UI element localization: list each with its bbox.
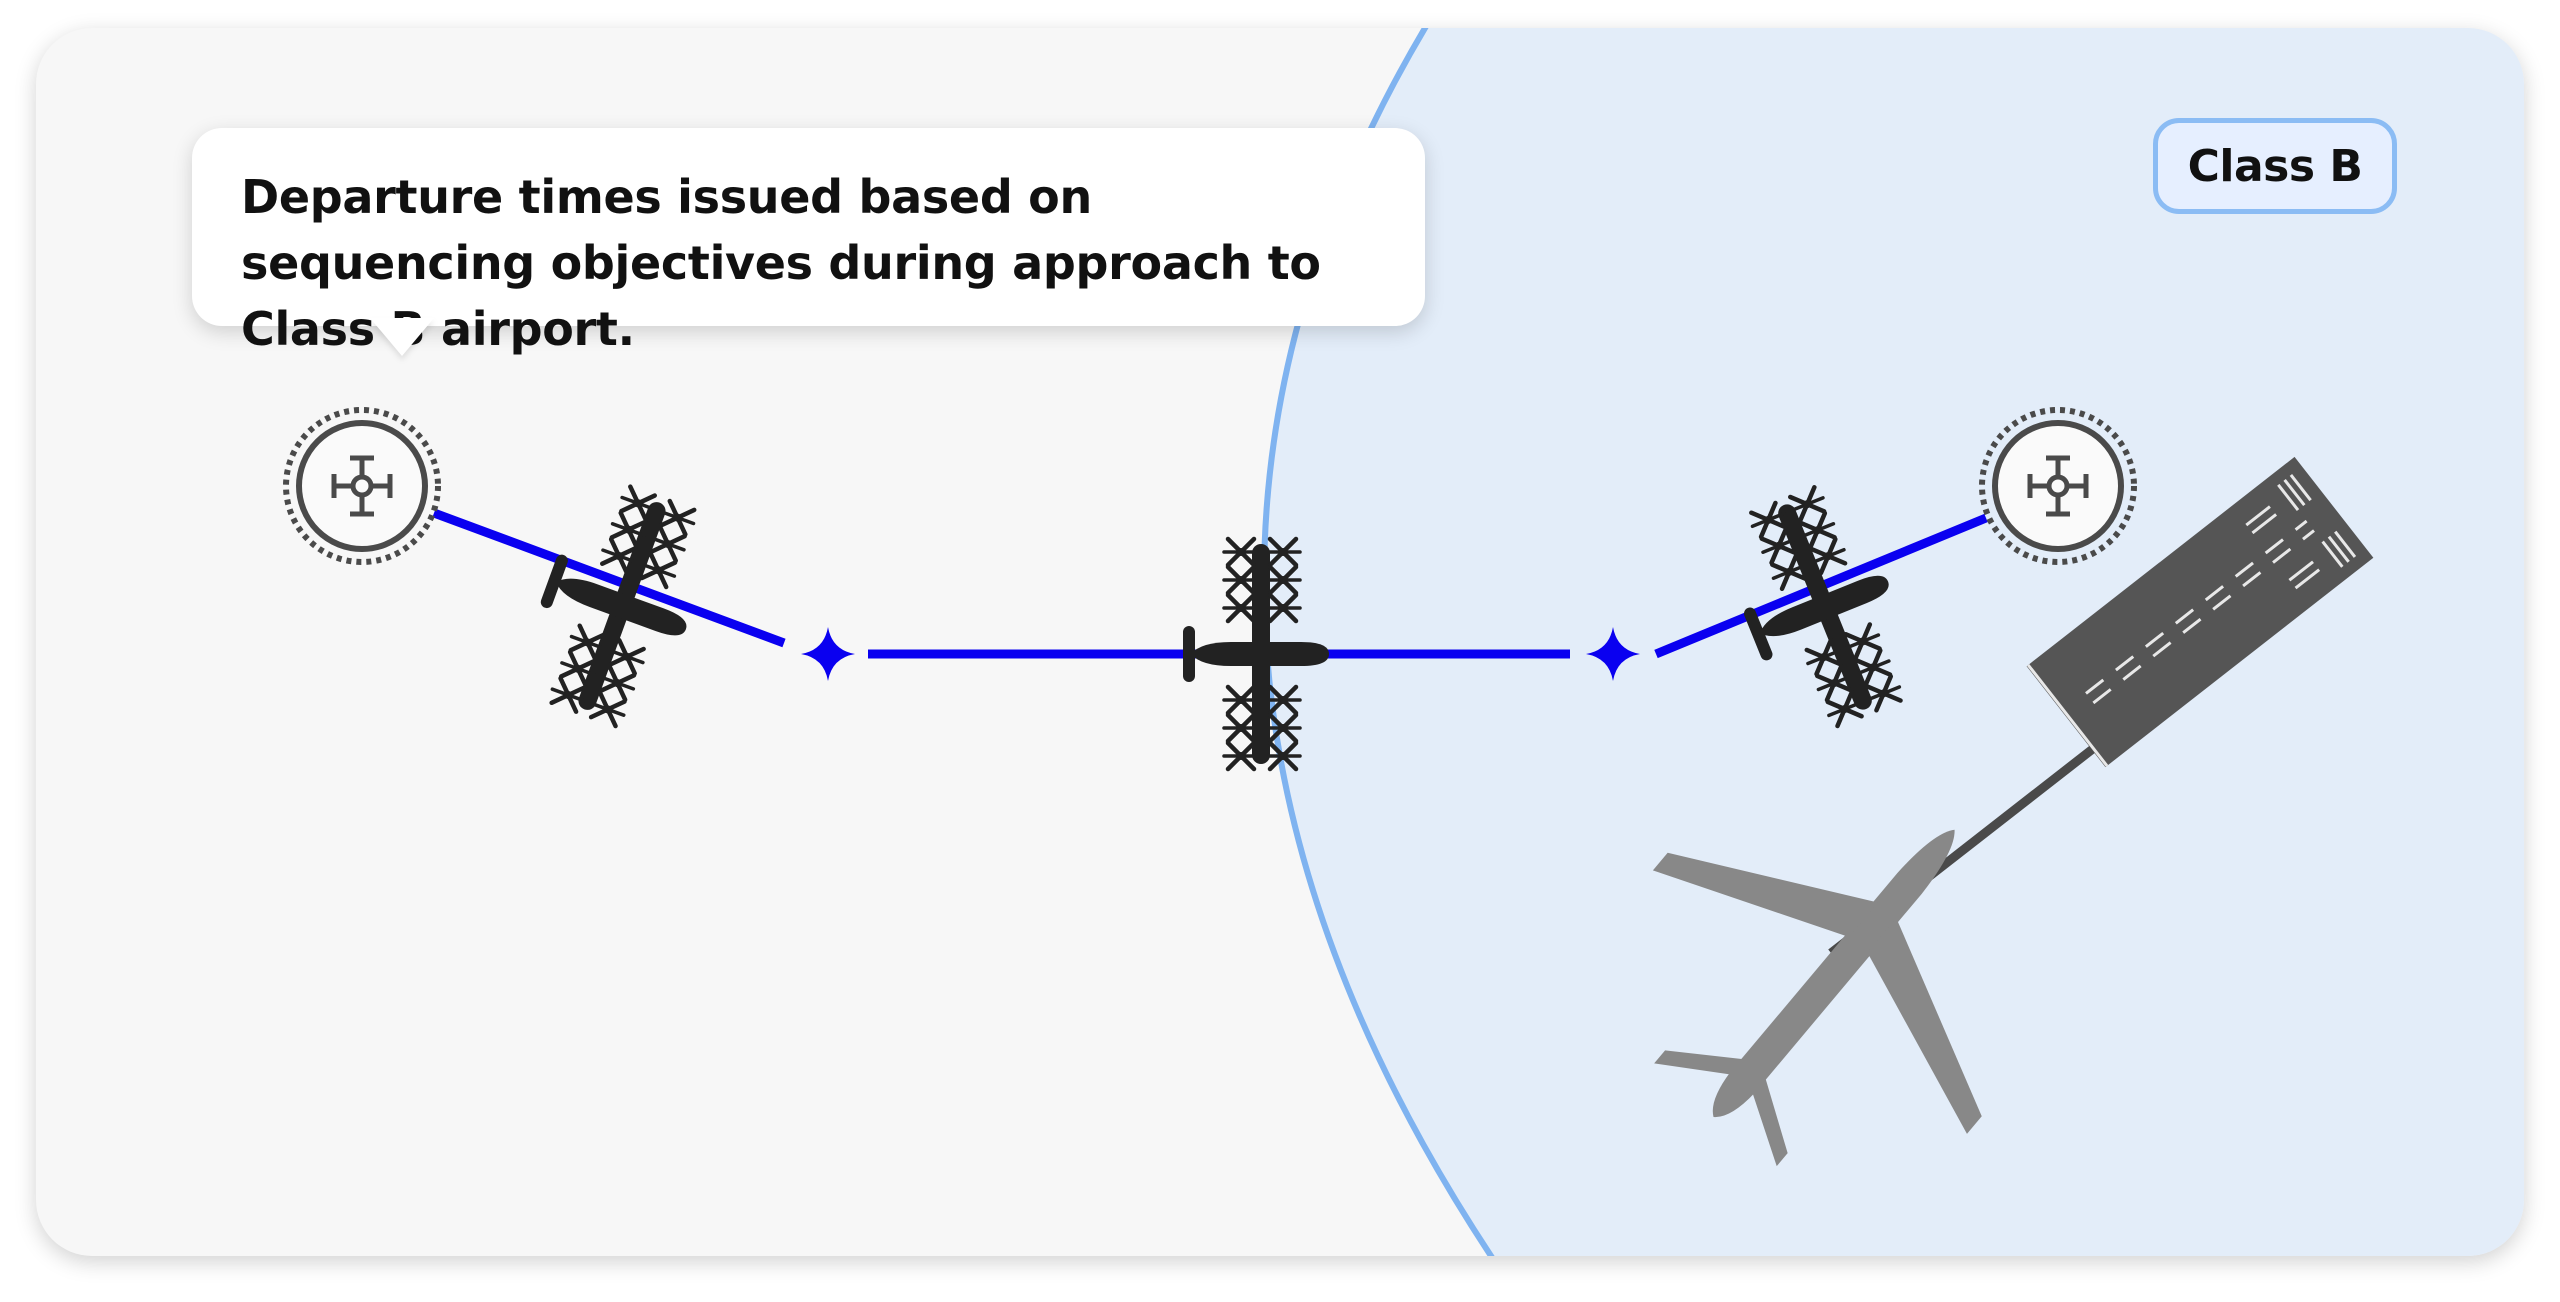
vertiport-icon	[286, 410, 438, 562]
class-b-badge: Class B	[2153, 118, 2397, 214]
evtol-aircraft-icon	[509, 471, 725, 737]
runway-icon	[2026, 456, 2374, 768]
callout-text: Departure times issued based on sequenci…	[241, 170, 1321, 356]
class-b-airspace	[1264, 28, 2524, 1256]
waypoint-star-icon	[801, 627, 855, 681]
callout-bubble: Departure times issued based on sequenci…	[192, 128, 1425, 356]
callout-pointer	[370, 318, 434, 356]
airliner-icon	[1652, 829, 1982, 1167]
diagram-card: Departure times issued based on sequenci…	[36, 28, 2524, 1256]
airspace-scene	[36, 28, 2524, 1256]
